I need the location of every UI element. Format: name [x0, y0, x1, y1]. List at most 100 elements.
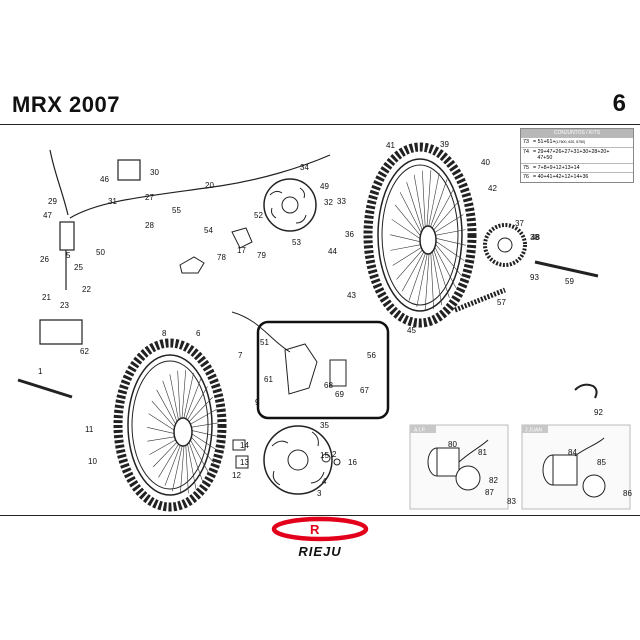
- variant-panel-jjuan: J.JUAN: [521, 424, 631, 510]
- callout-label: 57: [497, 298, 506, 307]
- callout-label: 31: [108, 197, 117, 206]
- callout-label: 78: [217, 253, 226, 262]
- callout-label: 26: [40, 255, 49, 264]
- brand-name: RIEJU: [298, 544, 341, 559]
- kit-number: 74: [523, 148, 529, 155]
- callout-label: 13: [240, 458, 249, 467]
- callout-label: 69: [335, 390, 344, 399]
- drive-chain: [454, 287, 506, 313]
- front-spacers: [232, 439, 341, 469]
- kit-parts: = 29+47+26+27+31+30+28+20+ 47+50: [533, 148, 610, 162]
- callout-label: 32: [324, 198, 333, 207]
- callout-label: 82: [489, 476, 498, 485]
- caliper-bracket: [179, 256, 205, 274]
- rear-brake-disc: [263, 178, 317, 232]
- kit-parts: = 51+61+: [533, 139, 556, 145]
- callout-label: 16: [348, 458, 357, 467]
- callout-label: 30: [150, 168, 159, 177]
- callout-label: 4: [322, 477, 327, 486]
- callout-label: 81: [478, 448, 487, 457]
- callout-labels: 1234567891011121314151617202122232526272…: [38, 140, 632, 506]
- kit-parts: = 7+8+9+12+13+14: [533, 164, 580, 171]
- callout-label: 6: [196, 329, 201, 338]
- kits-row: 76 = 40+41+42+12+14+36: [521, 172, 633, 182]
- callout-label: 50: [96, 248, 105, 257]
- variant-jjuan-label: J.JUAN: [525, 428, 542, 434]
- callout-label: 20: [205, 181, 214, 190]
- front-wheel: [113, 338, 227, 512]
- callout-label: 84: [568, 448, 577, 457]
- callout-label: 1: [38, 367, 43, 376]
- variant-panel-aip: A.I.P.: [409, 424, 509, 510]
- front-axle: [17, 378, 73, 399]
- callout-label: 34: [300, 163, 309, 172]
- callout-label: 3: [317, 489, 322, 498]
- callout-label: 85: [597, 458, 606, 467]
- callout-label: 80: [448, 440, 457, 449]
- callout-label: 48: [531, 233, 540, 242]
- callout-label: 35: [320, 421, 329, 430]
- svg-text:R: R: [310, 522, 320, 537]
- callout-label: 9: [255, 398, 260, 407]
- kits-row: 74 = 29+47+26+27+31+30+28+20+ 47+50: [521, 146, 633, 163]
- callout-label: 39: [440, 140, 449, 149]
- rear-axle: [534, 260, 599, 278]
- header-divider: [0, 124, 640, 125]
- callout-label: 21: [42, 293, 51, 302]
- kit-parts: = 40+41+42+12+14+36: [533, 174, 589, 180]
- callout-label: 46: [100, 175, 109, 184]
- callout-label: 67: [360, 386, 369, 395]
- callout-label: 36: [345, 230, 354, 239]
- callout-label: 17: [237, 246, 246, 255]
- rieju-logo: R RIEJU: [271, 516, 369, 559]
- callout-label: 22: [82, 285, 91, 294]
- callout-label: 44: [328, 247, 337, 256]
- callout-label: 59: [565, 277, 574, 286]
- kits-table-heading: CONJUNTOS / KITS: [521, 129, 633, 137]
- callout-label: 61: [264, 375, 273, 384]
- brake-pad-holder: [231, 227, 253, 249]
- callout-label: 10: [88, 457, 97, 466]
- kit-number: 75: [523, 164, 529, 171]
- callout-label: 23: [60, 301, 69, 310]
- callout-label: 5: [66, 251, 71, 260]
- callout-label: 43: [347, 291, 356, 300]
- page-title: MRX 2007: [12, 92, 120, 117]
- callout-label: 12: [232, 471, 241, 480]
- front-caliper-group: [256, 320, 390, 420]
- callout-label: 62: [80, 347, 89, 356]
- callout-label: 25: [74, 263, 83, 272]
- rear-master-cylinder: [39, 149, 331, 345]
- callout-label: 56: [367, 351, 376, 360]
- front-caliper: [231, 311, 347, 395]
- front-brake-disc: [263, 425, 333, 495]
- callout-label: 86: [623, 489, 632, 498]
- footer-divider: [0, 515, 640, 516]
- callout-label: 83: [507, 497, 516, 506]
- callout-label: 51: [260, 338, 269, 347]
- callout-label: 14: [240, 441, 249, 450]
- callout-label: 33: [337, 197, 346, 206]
- callout-label: 7: [238, 351, 243, 360]
- variant-aip-label: A.I.P.: [414, 428, 426, 434]
- callout-label: 45: [407, 326, 416, 335]
- callout-label: 92: [594, 408, 603, 417]
- kit-number: 73: [523, 139, 529, 145]
- callout-label: 8: [162, 329, 167, 338]
- callout-label: 93: [530, 273, 539, 282]
- rear-wheel: [363, 142, 477, 328]
- callout-label: 53: [292, 238, 301, 247]
- page-number: 6: [612, 90, 626, 117]
- callout-label: 42: [488, 184, 497, 193]
- callout-label: 28: [145, 221, 154, 230]
- chain-guide-hook: [574, 383, 598, 399]
- callout-label: 15: [320, 451, 329, 460]
- callout-label: 38: [530, 233, 539, 242]
- callout-label: 55: [172, 206, 181, 215]
- callout-label: 49: [320, 182, 329, 191]
- callout-label: 37: [515, 219, 524, 228]
- callout-label: 52: [254, 211, 263, 220]
- callout-label: 11: [85, 425, 94, 434]
- kit-note: (L7600, 620, 5750): [555, 140, 586, 144]
